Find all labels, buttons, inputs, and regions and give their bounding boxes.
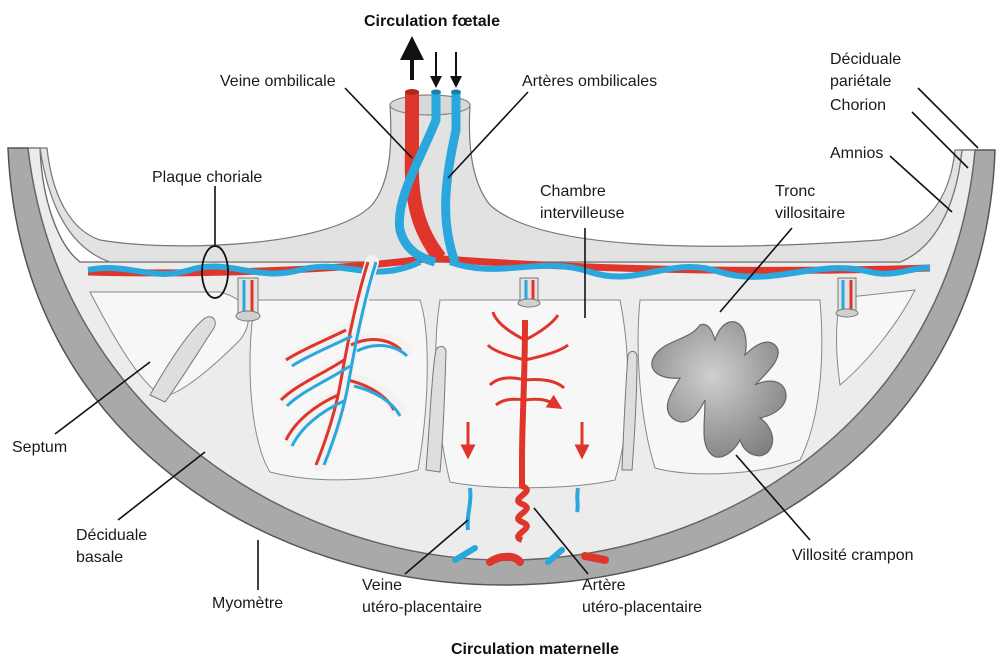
leader-umbilical-arteries — [447, 91, 529, 179]
leader-amnion — [889, 155, 953, 213]
myometrium-vein-left — [452, 545, 478, 563]
label-myometrium: Myomètre — [212, 595, 283, 612]
umbilical-artery-vessel-2 — [441, 92, 461, 264]
villous-stump-right — [835, 277, 859, 318]
leader-anchoring-villus — [735, 454, 811, 541]
label-uteroplacental-vein-line2: utéro-placentaire — [362, 599, 482, 616]
vascularised-villous-tree — [278, 255, 412, 472]
maternal-jet-branches — [486, 311, 569, 405]
label-parietal-decidua-line1: Déciduale — [830, 51, 901, 68]
label-uteroplacental-artery-line2: utéro-placentaire — [582, 599, 702, 616]
label-intervillous-space-line2: intervilleuse — [540, 205, 625, 222]
chorionic-vein-band — [87, 259, 931, 280]
septum-right — [621, 350, 638, 471]
uteroplacental-vein-left — [465, 487, 473, 531]
label-anchoring-villus: Villosité crampon — [792, 547, 914, 564]
leader-parietal-decidua — [917, 87, 979, 149]
label-amnion: Amnios — [830, 145, 883, 162]
chorionic-artery-band — [87, 254, 931, 277]
label-intervillous-space-line1: Chambre — [540, 183, 606, 200]
fetal-circulation-title: Circulation fœtale — [364, 13, 500, 30]
label-umbilical-arteries: Artères ombilicales — [522, 73, 657, 90]
label-parietal-decidua-line2: pariétale — [830, 73, 891, 90]
leader-uteroplacental-vein — [404, 519, 469, 575]
chorionic-plate — [39, 104, 963, 263]
leader-uteroplacental-artery — [533, 507, 589, 575]
intervillous-space-centre — [435, 299, 629, 489]
label-chorionic-plate: Plaque choriale — [152, 169, 262, 186]
label-villous-trunk-line2: villositaire — [775, 205, 845, 222]
septum-centre — [425, 346, 447, 473]
umbilical-artery-opening-2 — [451, 89, 461, 95]
umbilical-artery-vessel-1 — [394, 92, 441, 267]
uteroplacental-vein-right — [575, 487, 580, 513]
umbilical-vein-vessel — [404, 92, 446, 263]
label-basal-decidua-line1: Déciduale — [76, 527, 147, 544]
label-basal-decidua-line2: basale — [76, 549, 123, 566]
grey-villous-tree — [651, 321, 787, 458]
label-uteroplacental-vein-line1: Veine — [362, 577, 402, 594]
myometrium-artery-centre — [486, 552, 524, 566]
villous-stump-left — [235, 277, 261, 322]
umbilical-vein-opening — [405, 89, 419, 95]
spiral-artery — [515, 319, 530, 543]
leader-umbilical-vein — [344, 87, 413, 159]
umbilical-artery-opening-1 — [431, 89, 441, 95]
leader-basal-decidua — [117, 451, 206, 521]
label-villous-trunk-line1: Tronc — [775, 183, 815, 200]
maternal-circulation-title: Circulation maternelle — [451, 641, 619, 658]
leader-chorion — [911, 111, 969, 169]
myometrium-artery-right — [581, 552, 609, 564]
myometrium-vein-right — [545, 547, 565, 565]
label-umbilical-vein: Veine ombilicale — [220, 73, 336, 90]
leader-villous-trunk — [719, 227, 793, 313]
label-uteroplacental-artery-line1: Artère — [582, 577, 626, 594]
label-chorion: Chorion — [830, 97, 886, 114]
villous-stump-centre — [517, 277, 541, 308]
leader-septum — [54, 361, 151, 435]
septum-left — [149, 316, 216, 403]
label-septum: Septum — [12, 439, 67, 456]
